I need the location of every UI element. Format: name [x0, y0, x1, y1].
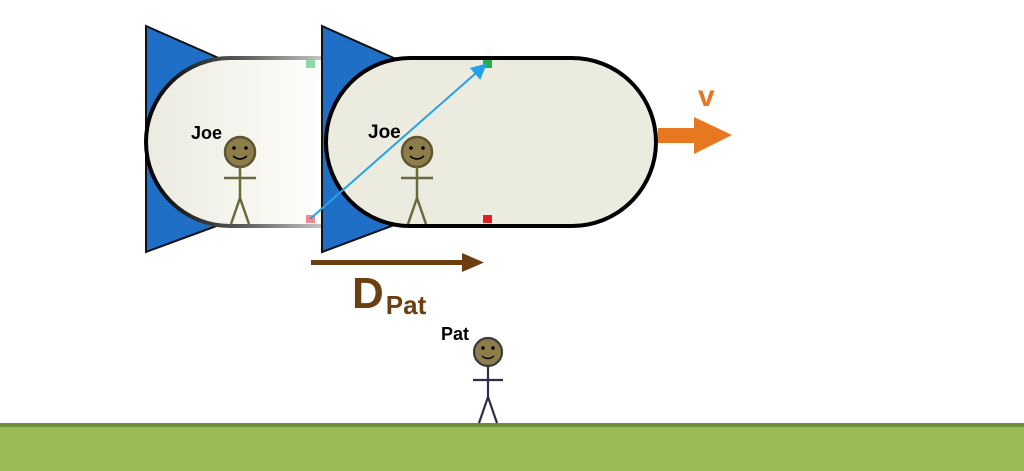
velocity-label: v [698, 80, 715, 113]
distance-label-main: D [352, 269, 384, 318]
ship-ghost [144, 24, 332, 254]
distance-arrow-icon [311, 253, 484, 272]
ship-body [324, 56, 658, 228]
velocity-arrow-icon [658, 117, 732, 154]
distance-label: DPat [352, 269, 426, 319]
joe-stick-figure-icon [400, 135, 434, 225]
receiver-dot [483, 60, 492, 68]
ground [0, 423, 1024, 471]
joe-label: Joe [368, 122, 401, 143]
distance-label-subscript: Pat [385, 290, 427, 320]
light-path-arrow [309, 63, 488, 220]
joe-ghost-stick-figure-icon [223, 135, 257, 225]
pat-label: Pat [441, 324, 470, 344]
ghost-receiver-dot [306, 60, 315, 68]
joe-ghost-label: Joe [191, 123, 223, 143]
ship [321, 24, 658, 254]
emitter-dot [483, 215, 492, 223]
pat-stick-figure-icon [472, 336, 504, 424]
